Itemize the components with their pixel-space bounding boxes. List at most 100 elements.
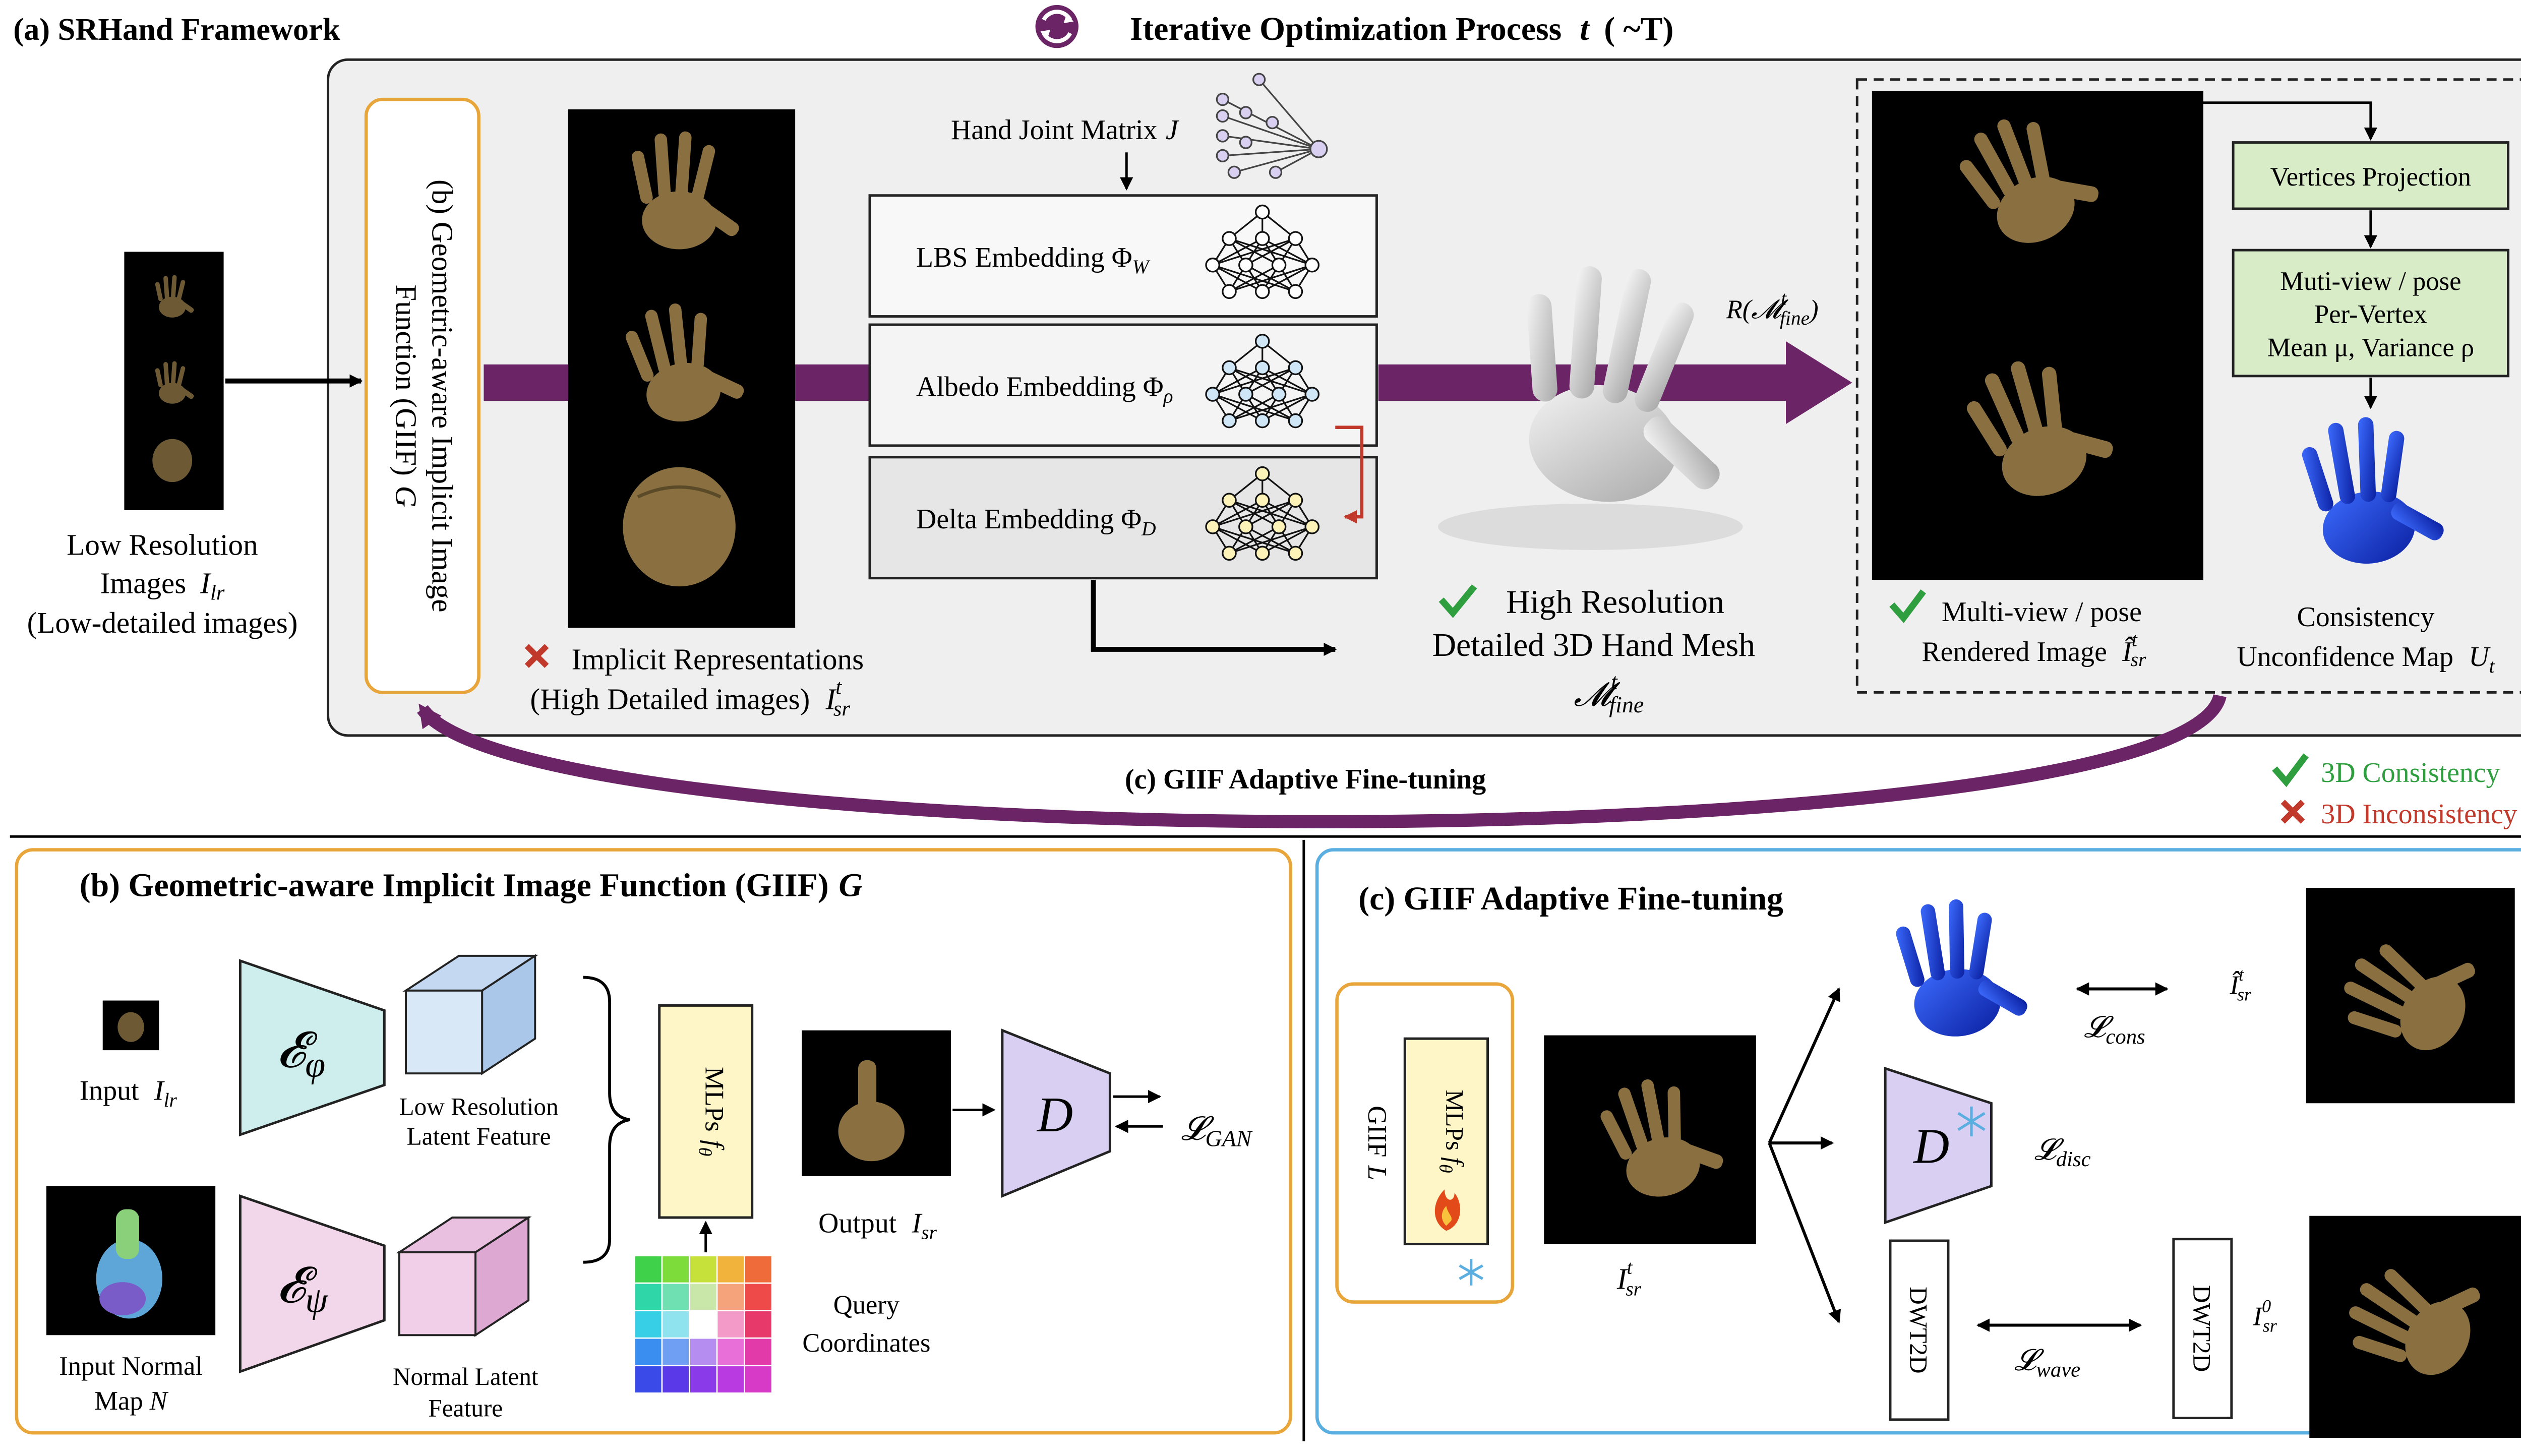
nn-node [1205, 387, 1220, 402]
nn-node [1222, 545, 1237, 561]
query-cell [744, 1337, 773, 1367]
nn-node [1205, 519, 1220, 534]
snowflake-icon-giif [1459, 1259, 1484, 1286]
nn-node [1222, 231, 1237, 246]
nn-edge [1245, 499, 1296, 528]
normal-input-label-1: Input Normal [59, 1352, 203, 1381]
nn-node [1254, 231, 1270, 246]
nn-icon-lbs [1205, 204, 1320, 299]
query-cell [716, 1365, 745, 1394]
cons-caption-1: Consistency [2297, 601, 2434, 633]
hand-mesh [1437, 253, 1752, 550]
lr-caption-3: (Low-detailed images) [27, 606, 298, 639]
query-cell [716, 1282, 745, 1311]
nn-edge [1212, 499, 1296, 528]
albedo-embedding-label: Albedo Embedding Φρ [916, 371, 1173, 407]
nn-node [1205, 257, 1220, 273]
delta-embedding-label: Delta Embedding ΦD [916, 504, 1156, 539]
giif-box [364, 97, 481, 694]
nn-node [1238, 387, 1253, 402]
nn-edge [1262, 264, 1313, 292]
panel-c-title: (c) GIIF Adaptive Fine-tuning [1358, 880, 1783, 917]
query-cell [634, 1365, 663, 1394]
normal-latent-label-1: Normal Latent [393, 1363, 538, 1390]
nn-node [1238, 257, 1253, 273]
lr-latent-label-2: Latent Feature [407, 1122, 551, 1150]
query-cell [634, 1255, 663, 1284]
nn-node [1254, 545, 1270, 561]
panel-c-border [1315, 848, 2521, 1435]
query-cell [716, 1337, 745, 1367]
nn-edge [1229, 264, 1312, 292]
finetune-feedback-arrow [417, 694, 2227, 828]
discriminator-c-label: D [1912, 1119, 1949, 1174]
dwt-label-b: DWT2D [2188, 1285, 2215, 1372]
embedding-stack: LBS Embedding ΦW Albedo Embedding Φρ Del… [868, 194, 1378, 580]
nn-node [1304, 387, 1320, 402]
check-icon-render [1889, 589, 1926, 623]
cross-icon [524, 644, 549, 668]
mlp-label: MLPsfθ [695, 1067, 729, 1156]
nn-node [1222, 413, 1237, 429]
legend: 3D Consistency 3D Inconsistency [2272, 753, 2517, 830]
nn-edge [1212, 237, 1263, 266]
giif-vertical-line-1: (b) Geometric-aware Implicit Image [426, 179, 459, 613]
albedo-to-delta-arrow [1335, 426, 1364, 524]
legend-consistency: 3D Consistency [2321, 757, 2500, 788]
per-vertex-stats-box [2232, 249, 2510, 378]
panel-b-title: (b) Geometric-aware Implicit Image Funct… [80, 867, 863, 904]
implicit-caption: Implicit Representations (High Detailed … [524, 642, 864, 720]
ihat-thumb [2306, 888, 2515, 1104]
i0-thumb [2309, 1216, 2521, 1438]
nn-node [1238, 519, 1253, 534]
nn-edge [1262, 526, 1313, 554]
nn-edge [1229, 393, 1312, 422]
lr-latent-label-1: Low Resolution [399, 1093, 559, 1120]
cons-caption-2: Unconfidence Map Ut [2237, 641, 2495, 677]
input-lr-thumb [102, 1000, 159, 1051]
lr-latent-cuboid [402, 954, 538, 1075]
giif-l-label: GIIFL [1362, 1106, 1392, 1180]
isr-t-thumb [1544, 1035, 1756, 1244]
mesh-caption-1: High Resolution [1506, 584, 1724, 621]
nn-node [1271, 257, 1287, 273]
legend-inconsistency: 3D Inconsistency [2321, 799, 2517, 830]
discriminator-b-label: D [1036, 1087, 1073, 1142]
query-cell [634, 1282, 663, 1311]
nn-node [1271, 519, 1287, 534]
query-cell [744, 1282, 773, 1311]
flame-icon [1434, 1189, 1461, 1231]
nn-node [1222, 360, 1237, 376]
query-label-2: Coordinates [802, 1328, 930, 1358]
query-cell [689, 1282, 718, 1311]
query-cell [689, 1337, 718, 1367]
nn-node [1254, 334, 1270, 349]
nn-icon-albedo [1205, 334, 1320, 429]
mlp-c-label: MLPsfθ [1435, 1090, 1468, 1173]
encoder-psi [238, 1194, 386, 1374]
nn-node [1254, 466, 1270, 481]
query-cell [661, 1365, 690, 1394]
vertices-projection-label: Vertices Projection [2270, 162, 2471, 192]
joint-tree-icon [1216, 73, 1328, 179]
unconfidence-hand-c [1892, 893, 2032, 1042]
input-lr-label: Input Ilr [80, 1075, 177, 1111]
query-grid [634, 1255, 773, 1394]
query-cell [689, 1310, 718, 1339]
legend-cross-icon [2280, 800, 2305, 824]
nn-edge [1229, 526, 1280, 554]
output-sr-label: Output Isr [818, 1208, 937, 1244]
mv-caption-1: Multi-view / pose [1942, 596, 2142, 628]
lbs-embedding-label: LBS Embedding ΦW [916, 242, 1151, 278]
nn-node [1222, 284, 1237, 299]
nn-edge [1212, 237, 1296, 266]
query-cell [744, 1365, 773, 1394]
